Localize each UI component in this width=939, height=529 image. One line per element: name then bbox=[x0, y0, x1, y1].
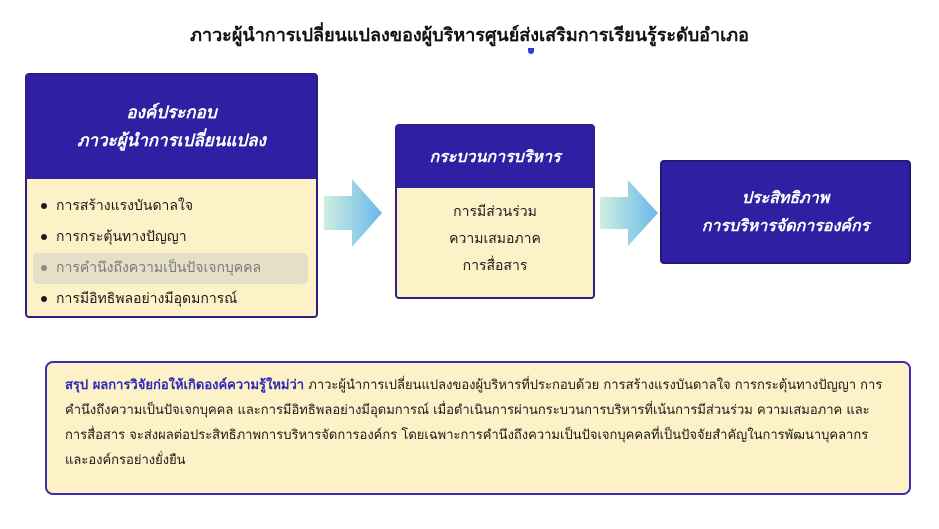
components-heading-line1: องค์ประกอบ bbox=[126, 103, 217, 123]
title-accent-mark bbox=[528, 48, 534, 54]
outcome-box: ประสิทธิภาพ การบริหารจัดการองค์กร bbox=[660, 160, 911, 264]
bullet-icon bbox=[41, 203, 47, 209]
summary-body: ภาวะผู้นำการเปลี่ยนแปลงของผู้บริหารที่ปร… bbox=[65, 378, 883, 468]
bullet-icon bbox=[41, 296, 47, 302]
components-list: การสร้างแรงบันดาลใจ การกระตุ้นทางปัญญา ก… bbox=[27, 179, 316, 315]
component-item: การสร้างแรงบันดาลใจ bbox=[27, 191, 316, 222]
arrow-right-icon bbox=[600, 180, 658, 246]
process-box: กระบวนการบริหาร การมีส่วนร่วม ความเสมอภา… bbox=[395, 124, 595, 299]
summary-lead: สรุป ผลการวิจัยก่อให้เกิดองค์ความรู้ใหม่… bbox=[65, 378, 305, 393]
bullet-icon bbox=[41, 234, 47, 240]
bullet-icon bbox=[41, 265, 47, 271]
components-heading: องค์ประกอบ ภาวะผู้นำการเปลี่ยนแปลง bbox=[27, 75, 316, 179]
arrow-right-icon bbox=[324, 179, 382, 247]
process-item: ความเสมอภาค bbox=[449, 231, 541, 247]
component-item-highlighted: การคำนึงถึงความเป็นปัจเจกบุคคล bbox=[33, 253, 308, 284]
summary-box: สรุป ผลการวิจัยก่อให้เกิดองค์ความรู้ใหม่… bbox=[45, 361, 911, 495]
outcome-line2: การบริหารจัดการองค์กร bbox=[701, 216, 870, 235]
outcome-line1: ประสิทธิภาพ bbox=[741, 188, 830, 207]
process-item: การมีส่วนร่วม bbox=[453, 204, 537, 220]
process-item: การสื่อสาร bbox=[462, 258, 528, 274]
components-box: องค์ประกอบ ภาวะผู้นำการเปลี่ยนแปลง การสร… bbox=[25, 73, 318, 318]
process-heading: กระบวนการบริหาร bbox=[397, 126, 593, 188]
component-item: การมีอิทธิพลอย่างมีอุดมการณ์ bbox=[27, 284, 316, 315]
page-title: ภาวะผู้นำการเปลี่ยนแปลงของผู้บริหารศูนย์… bbox=[190, 25, 749, 46]
components-heading-line2: ภาวะผู้นำการเปลี่ยนแปลง bbox=[77, 131, 266, 151]
component-item: การกระตุ้นทางปัญญา bbox=[27, 222, 316, 253]
process-list: การมีส่วนร่วม ความเสมอภาค การสื่อสาร bbox=[397, 188, 593, 280]
